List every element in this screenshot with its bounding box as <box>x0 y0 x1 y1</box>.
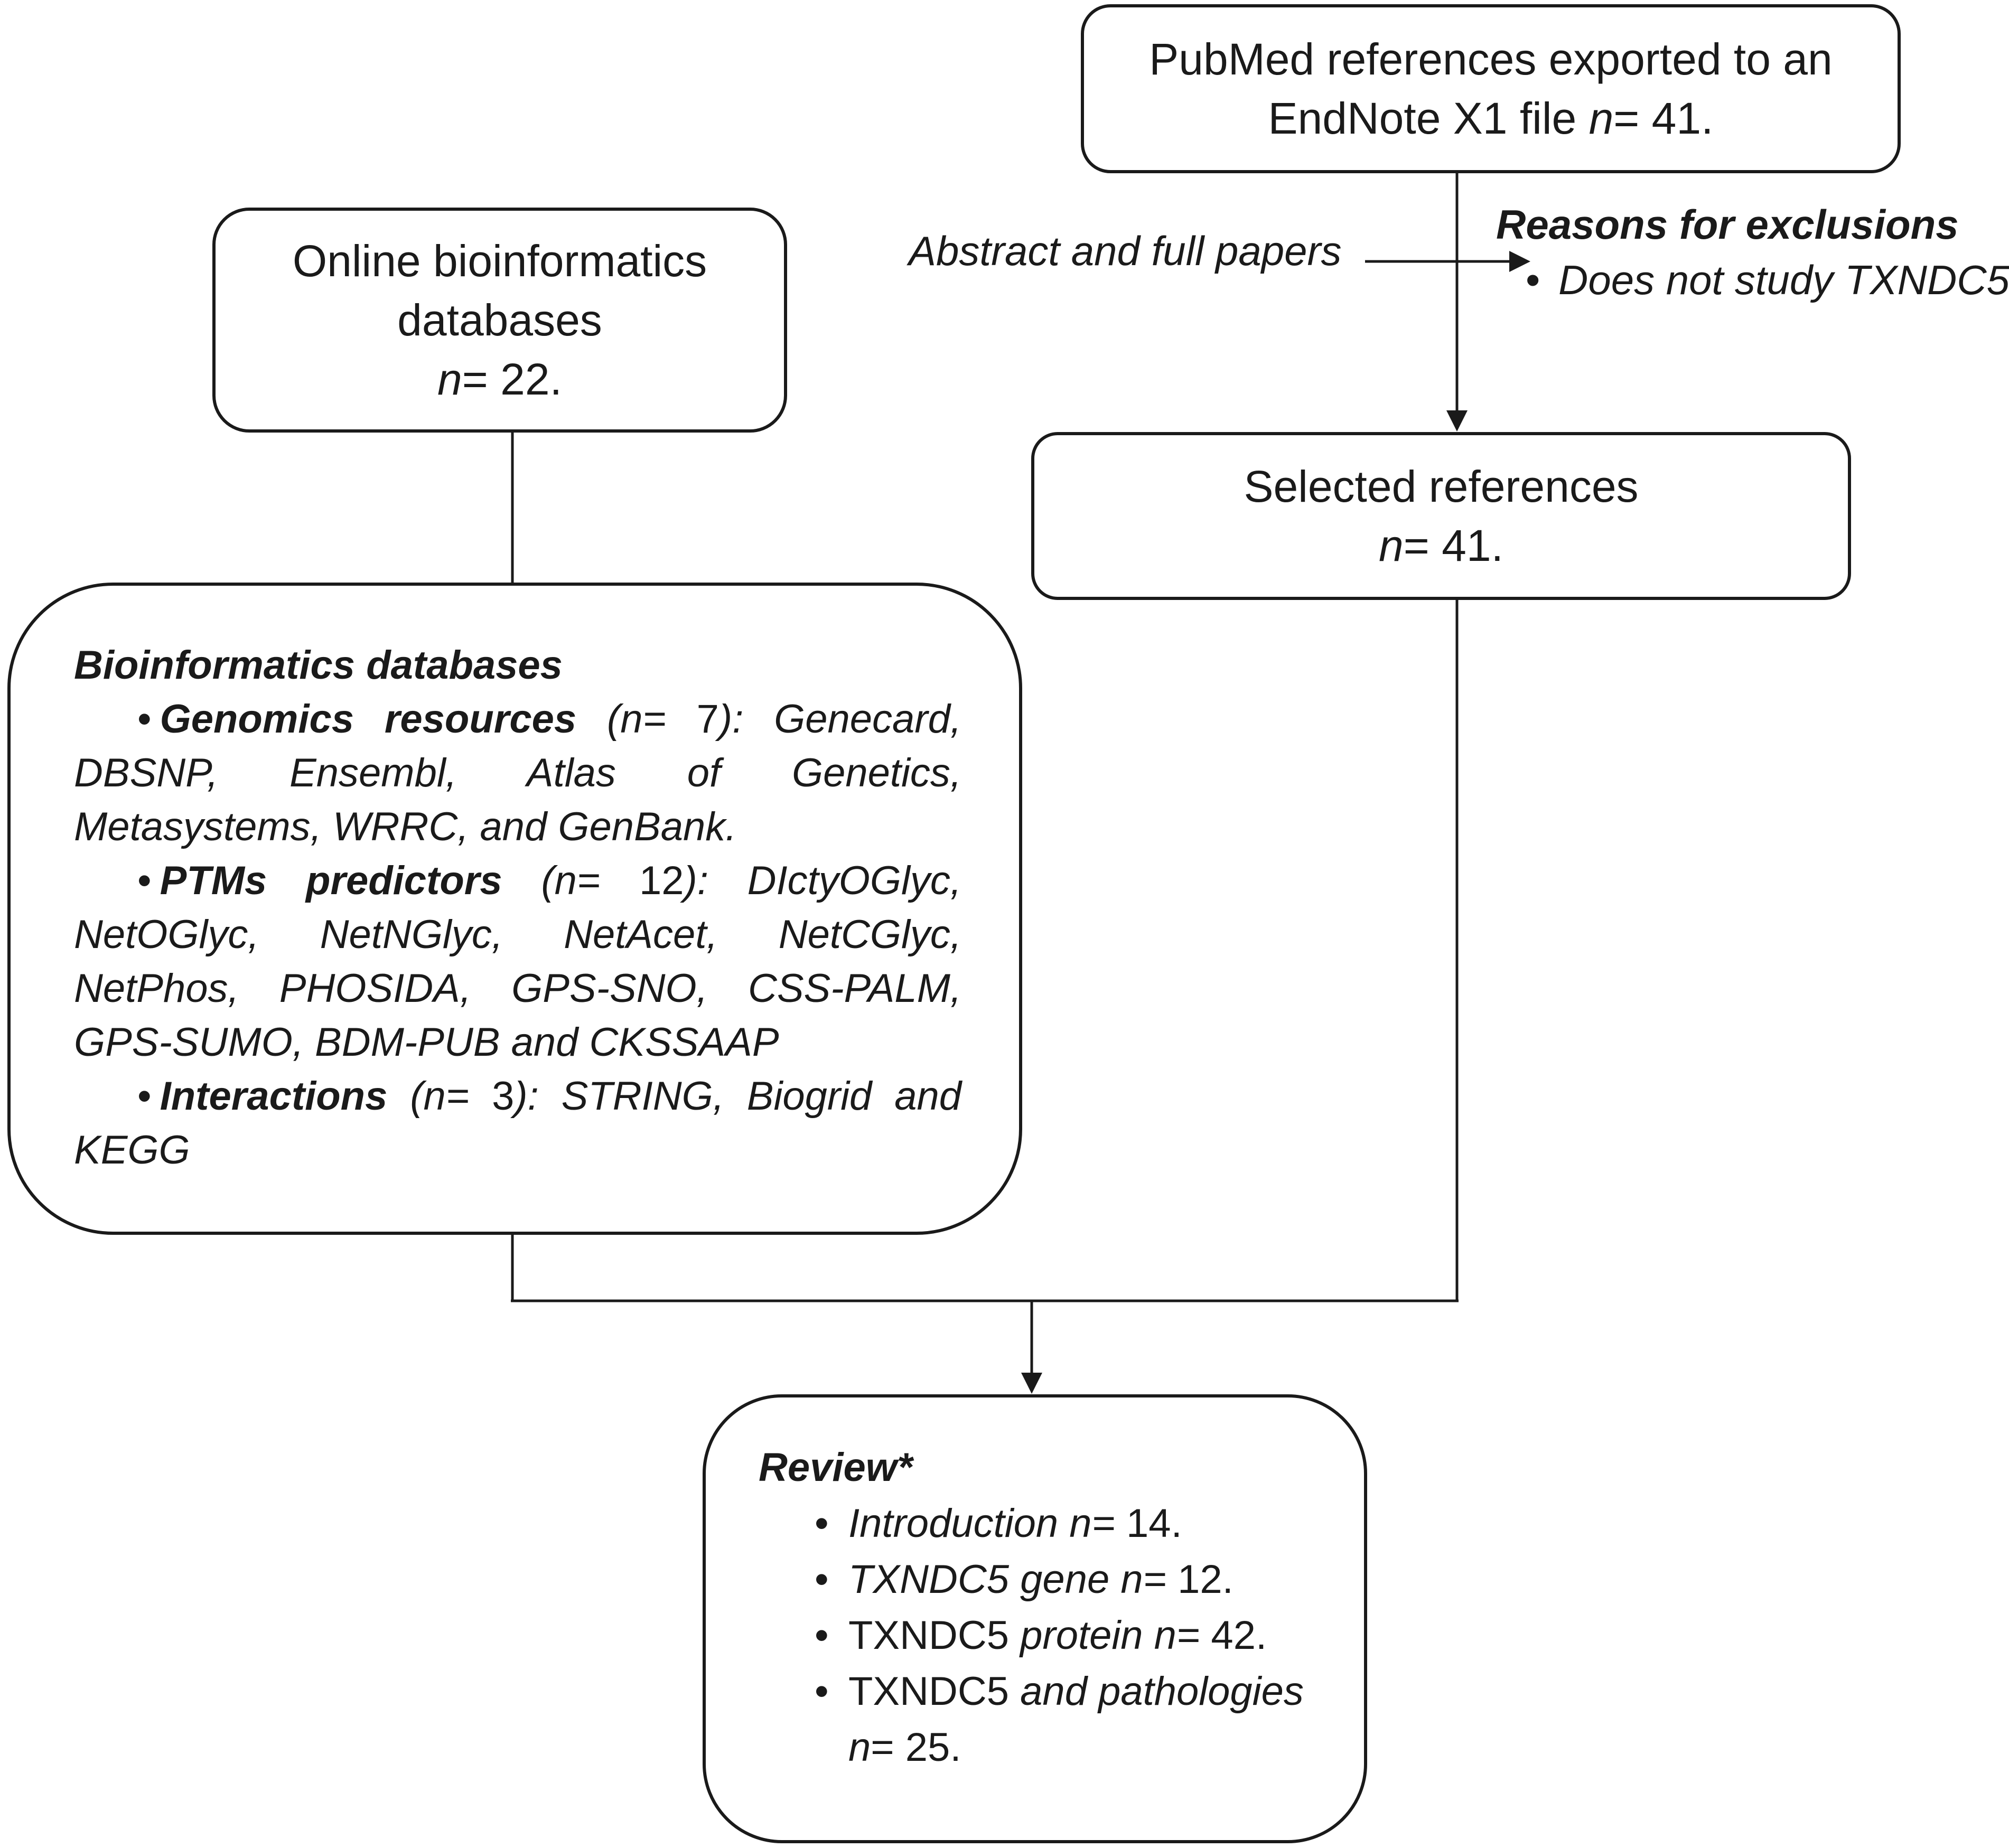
online-n-label: n <box>437 354 462 404</box>
screening-label: Abstract and full papers <box>909 228 1342 274</box>
review-item-italic: and pathologies <box>1020 1669 1304 1714</box>
selected-n-value: = 41. <box>1403 521 1503 570</box>
pubmed-line-2: EndNote X1 file n= 41. <box>1268 89 1714 148</box>
review-item-count: = 25. <box>871 1725 961 1770</box>
review-item-gene: TXNDC5 gene n= 12. <box>815 1552 1329 1608</box>
group-items: DIctyOGlyc, NetOGlyc, NetNGlyc, NetAcet,… <box>74 858 961 1065</box>
group-count-open: (n= <box>576 697 697 742</box>
group-count-close: ): <box>718 697 774 742</box>
review-item-protein: TXNDC5 protein n= 42. <box>815 1608 1329 1664</box>
review-item-introduction: Introduction n= 14. <box>815 1496 1329 1552</box>
review-item-pathologies: TXNDC5 and pathologies n= 25. <box>815 1664 1329 1776</box>
exclusion-item: Does not study TXNDC5 <box>1526 256 2009 304</box>
pubmed-line-1: PubMed references exported to an <box>1149 34 1833 84</box>
online-line-1: Online bioinformatics <box>292 236 707 286</box>
group-name: PTMs predictors <box>160 858 502 903</box>
review-box: Review* Introduction n= 14. TXNDC5 gene … <box>703 1394 1367 1843</box>
group-count-close: ): <box>514 1074 562 1119</box>
online-n-value: = 22. <box>462 354 562 404</box>
bioinfo-group-interactions: Interactions (n= 3): STRING, Biogrid and… <box>74 1070 961 1177</box>
selected-references-box: Selected references n= 41. <box>1031 432 1851 600</box>
review-item-italic: TXNDC5 gene n= <box>848 1557 1166 1602</box>
group-name: Genomics resources <box>160 697 577 742</box>
review-item-count: 42. <box>1200 1613 1267 1658</box>
online-count: n= 22. <box>437 350 562 409</box>
pubmed-n-value: = 41. <box>1613 93 1714 143</box>
review-list: Introduction n= 14. TXNDC5 gene n= 12. T… <box>759 1496 1329 1776</box>
review-item-count: 14. <box>1115 1501 1182 1546</box>
review-item-italic: protein n= <box>1020 1613 1200 1658</box>
exclusion-title: Reasons for exclusions <box>1496 201 1959 248</box>
group-count-close: ): <box>684 858 747 903</box>
group-count: 3 <box>492 1074 515 1119</box>
selected-n-label: n <box>1379 521 1404 570</box>
review-title: Review* <box>759 1445 913 1490</box>
online-databases-box: Online bioinformatics databases n= 22. <box>212 208 787 433</box>
group-count: 12 <box>639 858 684 903</box>
group-count: 7 <box>696 697 719 742</box>
bioinfo-group-genomics: Genomics resources (n= 7): Genecard, DBS… <box>74 692 961 854</box>
bioinformatics-databases-box: Bioinformatics databases Genomics resour… <box>7 583 1022 1235</box>
review-item-italic: Introduction n= <box>848 1501 1115 1546</box>
selected-count: n= 41. <box>1379 516 1503 575</box>
review-item-prefix: TXNDC5 <box>848 1669 1021 1714</box>
selected-line-1: Selected references <box>1244 462 1639 511</box>
review-item-count: 12. <box>1166 1557 1234 1602</box>
bioinfo-group-ptms: PTMs predictors (n= 12): DIctyOGlyc, Net… <box>74 854 961 1070</box>
pubmed-references-box: PubMed references exported to an EndNote… <box>1081 4 1901 173</box>
review-item-prefix: TXNDC5 <box>848 1613 1021 1658</box>
group-count-open: (n= <box>502 858 639 903</box>
pubmed-line-2-text: EndNote X1 file <box>1268 93 1589 143</box>
group-items: Genecard, DBSNP, Ensembl, Atlas of Genet… <box>74 697 961 849</box>
review-item-n-label: n <box>848 1725 871 1770</box>
online-line-2: databases <box>397 295 602 345</box>
pubmed-n-label: n <box>1588 93 1614 143</box>
group-items: STRING, Biogrid and KEGG <box>74 1074 961 1172</box>
group-count-open: (n= <box>387 1074 492 1119</box>
group-name: Interactions <box>160 1074 388 1119</box>
bioinfo-title: Bioinformatics databases <box>74 643 563 688</box>
